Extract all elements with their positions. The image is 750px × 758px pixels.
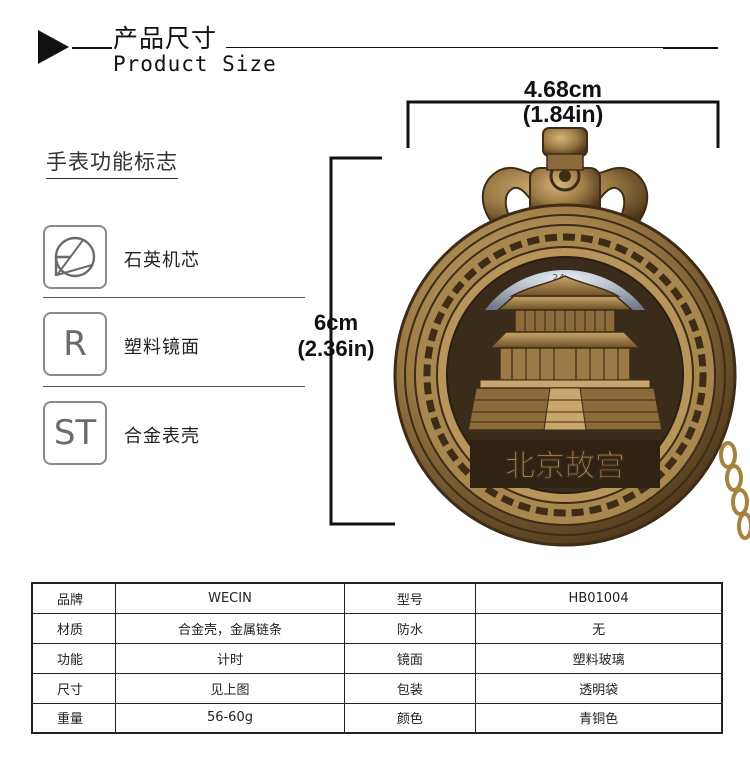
watch-face-text: 北京故宫	[505, 449, 625, 484]
section-title-en: Product Size	[113, 52, 277, 76]
spec-table: 品牌 WECIN 型号 HB01004 材质 合金壳，金属链条 防水 无 功能 …	[31, 582, 723, 734]
function-label: 塑料镜面	[124, 337, 200, 358]
icon-letter: ST	[53, 413, 97, 453]
table-row: 材质 合金壳，金属链条 防水 无	[31, 612, 723, 644]
dimension-lines	[329, 100, 720, 526]
header-rule	[72, 47, 112, 49]
spec-value: HB01004	[475, 582, 723, 614]
spec-key: 功能	[31, 642, 117, 674]
spec-key: 颜色	[343, 702, 477, 734]
spec-value: 无	[475, 612, 723, 644]
table-row: 品牌 WECIN 型号 HB01004	[31, 582, 723, 614]
table-row: 尺寸 见上图 包装 透明袋	[31, 672, 723, 704]
spec-value: 计时	[115, 642, 345, 674]
spec-value: 塑料玻璃	[475, 642, 723, 674]
spec-key: 材质	[31, 612, 117, 644]
table-row: 功能 计时 镜面 塑料玻璃	[31, 642, 723, 674]
table-row: 重量 56-60g 颜色 青铜色	[31, 702, 723, 734]
height-cm-label: 6cm	[313, 310, 359, 335]
spec-value: 56-60g	[115, 702, 345, 734]
width-in-label: (1.84in)	[522, 101, 604, 127]
functions-title: 手表功能标志	[46, 146, 178, 179]
spec-key: 镜面	[343, 642, 477, 674]
section-title-cn: 产品尺寸	[113, 24, 218, 53]
height-in-label: (2.36in)	[297, 336, 375, 361]
spec-key: 尺寸	[31, 672, 117, 704]
alloy-case-icon: ST	[43, 401, 107, 465]
header-rule	[663, 47, 718, 49]
spec-key: 包装	[343, 672, 477, 704]
spec-value: 合金壳，金属链条	[115, 612, 345, 644]
spec-value: 青铜色	[475, 702, 723, 734]
function-item-case: ST 合金表壳	[43, 401, 305, 467]
width-cm-label: 4.68cm	[523, 76, 602, 102]
spec-value: WECIN	[115, 582, 345, 614]
divider	[43, 386, 305, 387]
header-rule	[226, 47, 663, 48]
function-label: 石英机芯	[124, 250, 200, 271]
spec-key: 型号	[343, 582, 477, 614]
header-arrow-icon	[38, 30, 69, 64]
function-label: 合金表壳	[124, 426, 200, 447]
function-item-quartz: 石英机芯	[43, 225, 305, 291]
spec-key: 重量	[31, 702, 117, 734]
icon-letter: R	[63, 324, 87, 364]
function-item-mirror: R 塑料镜面	[43, 312, 305, 378]
plastic-mirror-icon: R	[43, 312, 107, 376]
quartz-movement-icon	[43, 225, 107, 289]
divider	[43, 297, 305, 298]
spec-value: 透明袋	[475, 672, 723, 704]
spec-key: 品牌	[31, 582, 117, 614]
spec-key: 防水	[343, 612, 477, 644]
pocket-watch-image: 24 北京故宫	[393, 127, 750, 547]
spec-value: 见上图	[115, 672, 345, 704]
